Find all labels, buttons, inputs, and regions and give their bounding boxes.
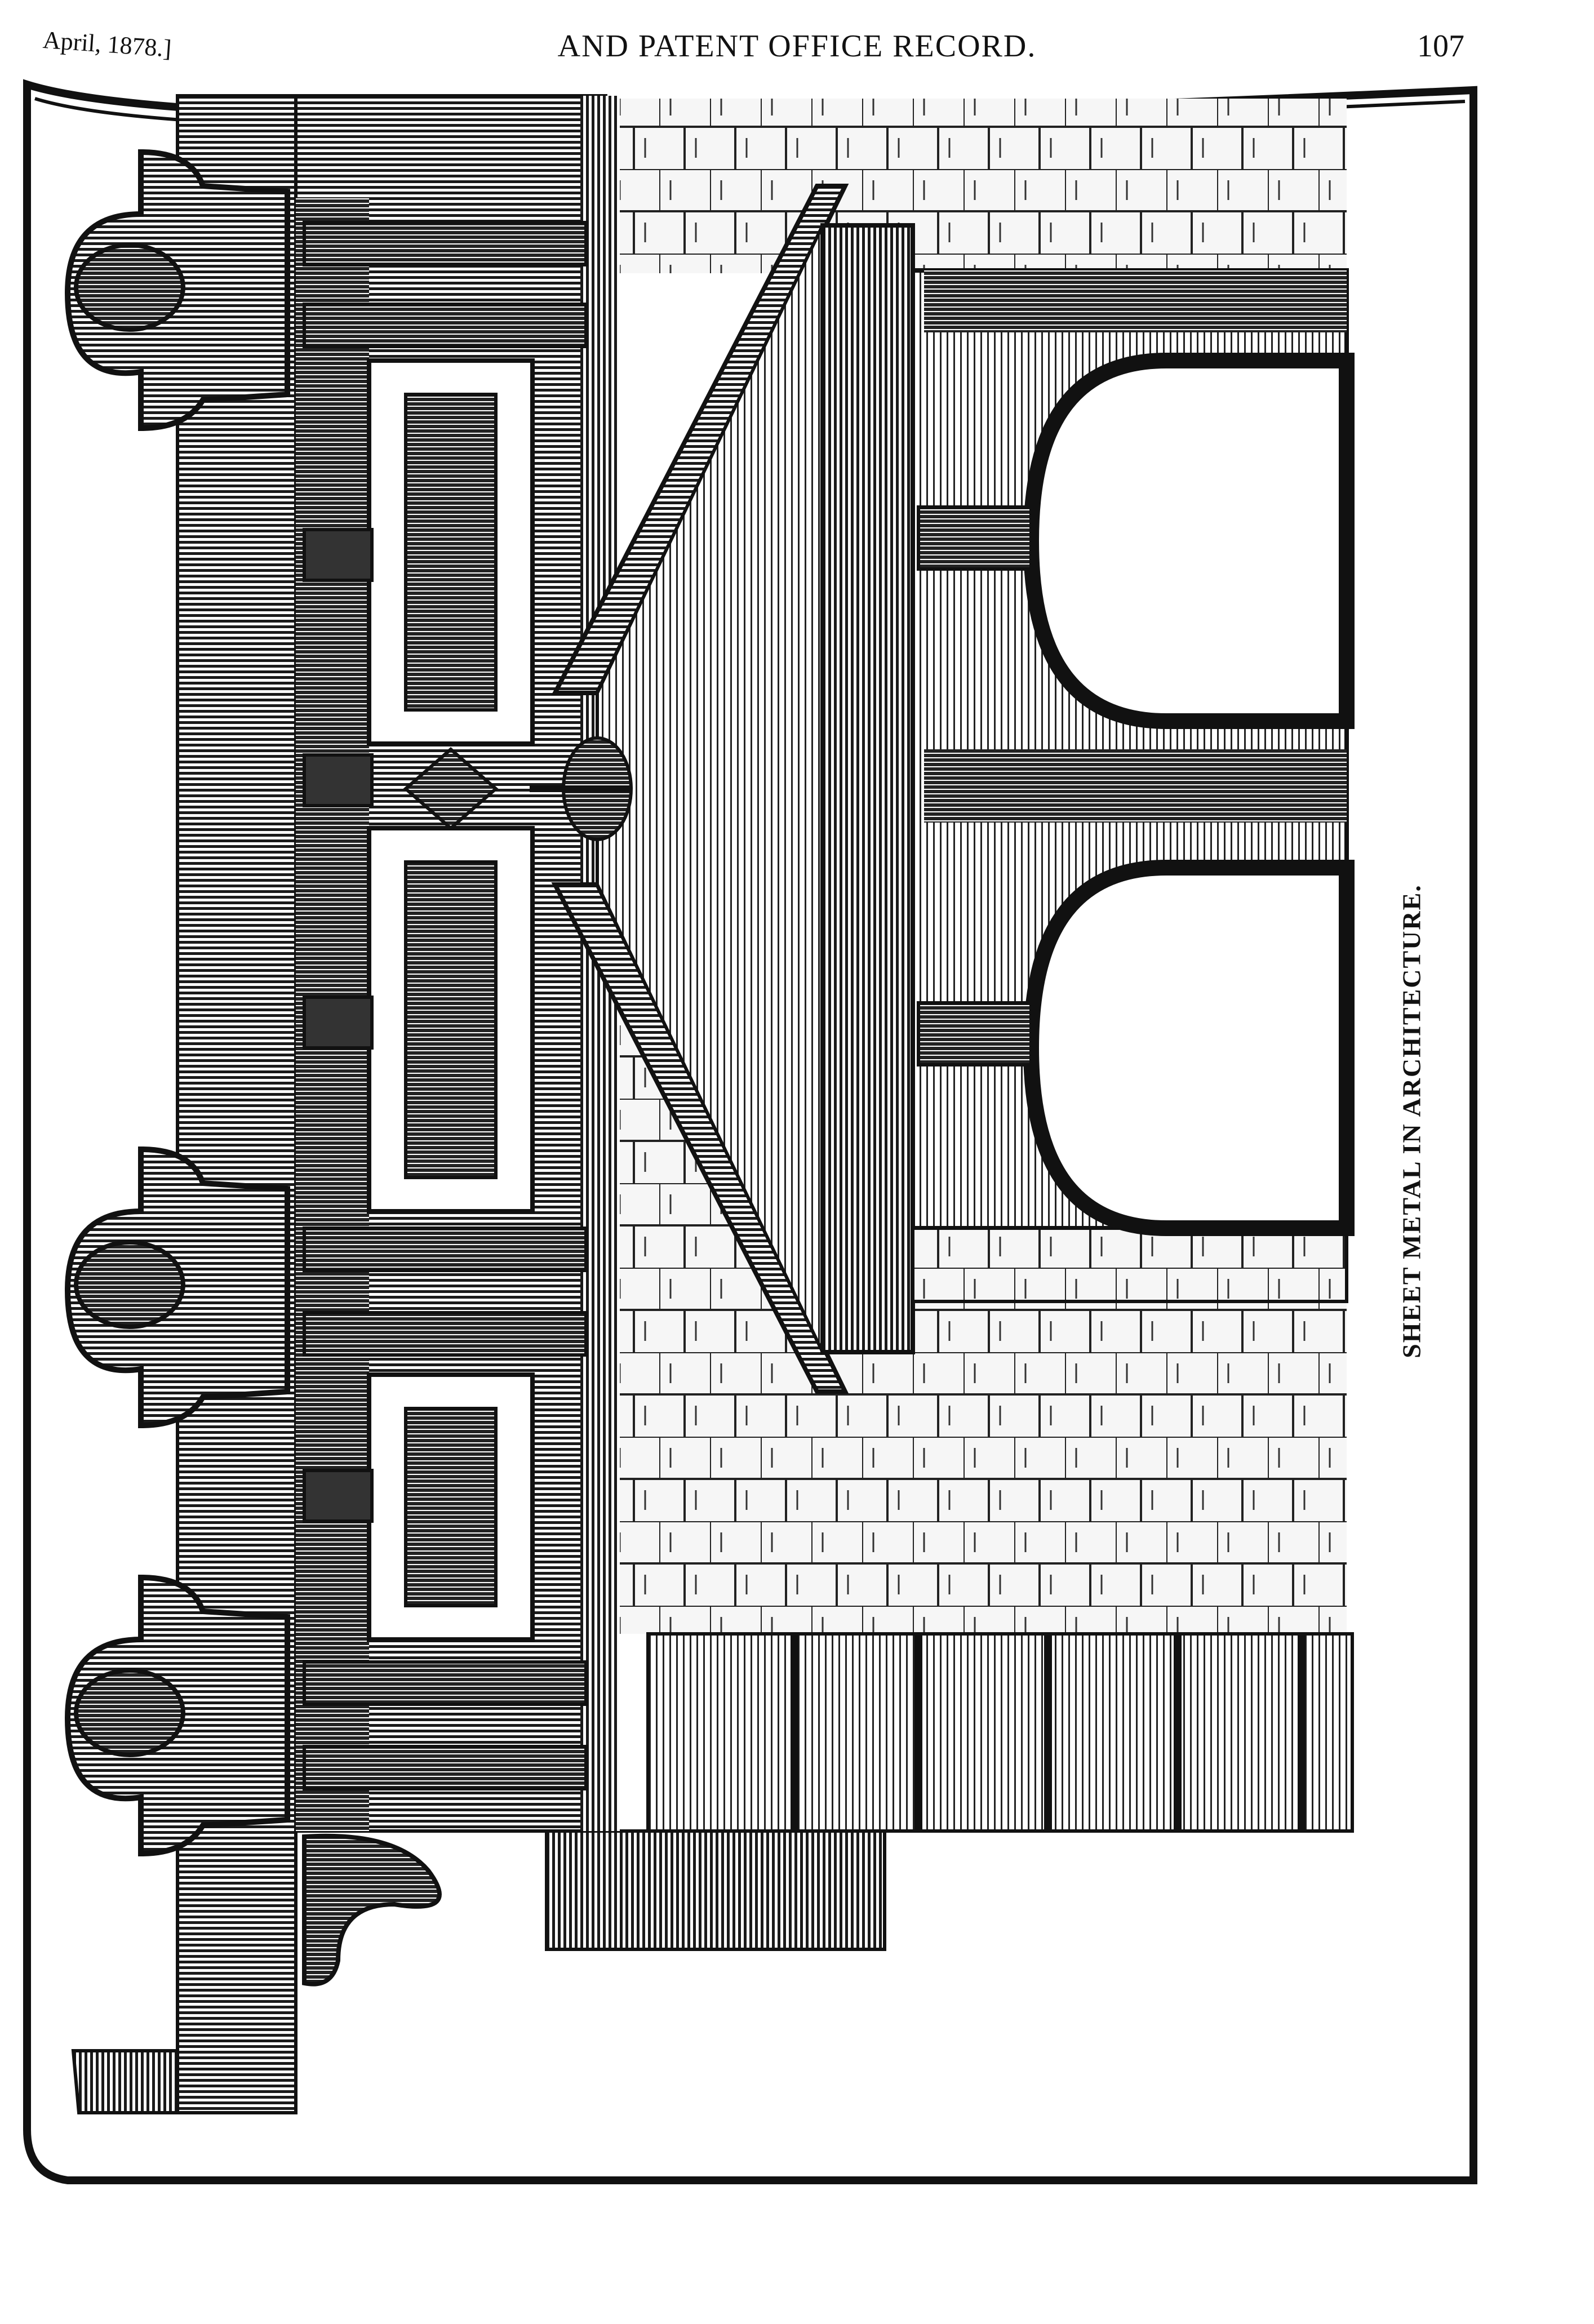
panels	[367, 358, 535, 1642]
base-blocks	[545, 1632, 1354, 1951]
figure-caption: SHEET METAL IN ARCHITECTURE.	[1397, 884, 1426, 1358]
arcade	[911, 268, 1355, 1303]
running-title: AND PATENT OFFICE RECORD.	[557, 29, 1037, 64]
ornamental-consoles	[303, 221, 588, 1790]
scroll-brackets	[64, 149, 442, 1987]
page-number: 107	[1417, 29, 1464, 64]
